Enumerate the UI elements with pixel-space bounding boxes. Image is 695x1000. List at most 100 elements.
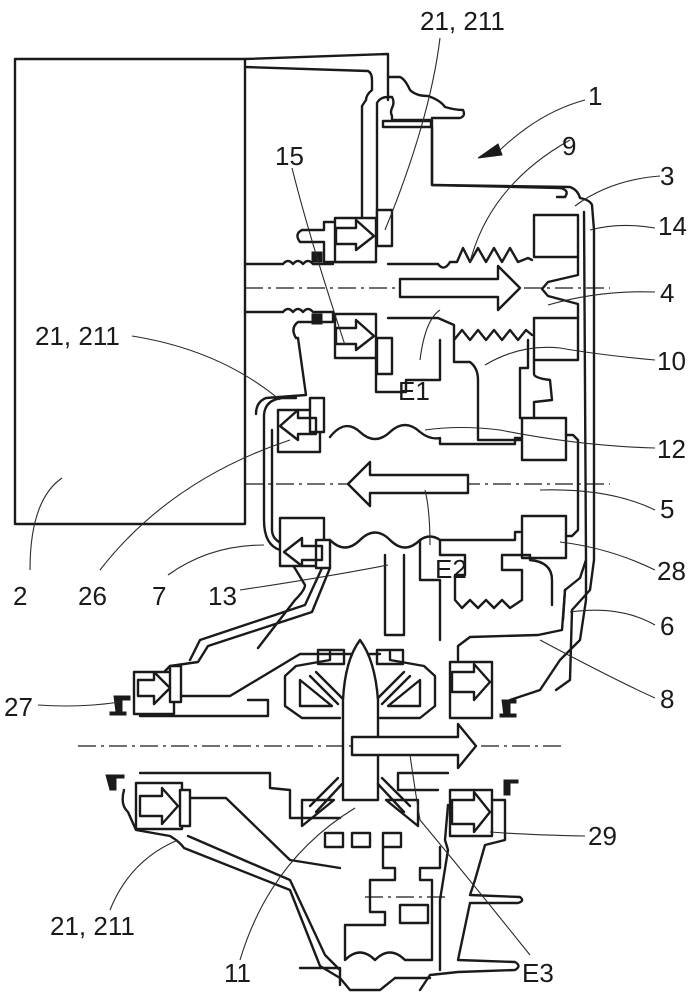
shaft-4-lower bbox=[243, 307, 534, 342]
bearing-diff-lower-right bbox=[376, 776, 420, 828]
leader-21-top bbox=[384, 37, 441, 231]
leader-1-arrowhead bbox=[477, 143, 503, 159]
bearing-28 bbox=[520, 514, 568, 560]
housing-mid-step bbox=[374, 338, 442, 394]
seal-21-bottom bbox=[105, 774, 125, 791]
label-26: 26 bbox=[78, 581, 107, 611]
label-7: 7 bbox=[152, 581, 166, 611]
leader-1 bbox=[499, 99, 586, 151]
arm-27-inner bbox=[188, 566, 324, 662]
label-21-top: 21, 211 bbox=[420, 6, 505, 36]
leader-13 bbox=[239, 564, 389, 591]
diff-lower-block-1 bbox=[323, 831, 345, 849]
actuator-21-mid-lower-arrow bbox=[282, 536, 324, 568]
label-2: 2 bbox=[13, 581, 27, 611]
label-12: 12 bbox=[657, 434, 686, 464]
gear-10-web-right bbox=[532, 358, 554, 420]
crown-wheel bbox=[341, 638, 380, 802]
label-6: 6 bbox=[660, 611, 674, 641]
label-e3: E3 bbox=[522, 958, 554, 988]
label-14: 14 bbox=[658, 211, 687, 241]
housing-6-inner bbox=[456, 588, 567, 662]
pinion-housing bbox=[343, 845, 442, 962]
housing-mid-left bbox=[254, 310, 335, 416]
pinion-gear bbox=[398, 903, 430, 925]
leader-21-left bbox=[131, 335, 281, 401]
leader-5 bbox=[539, 489, 656, 511]
leader-10 bbox=[484, 346, 656, 366]
seal-27 bbox=[109, 695, 131, 716]
actuator-21-mid-upper-arrow bbox=[278, 408, 318, 442]
diff-upper-cap-left bbox=[316, 648, 346, 666]
actuator-15-bottom-arrow bbox=[334, 318, 376, 352]
leader-e1 bbox=[419, 309, 441, 361]
label-5: 5 bbox=[660, 494, 674, 524]
actuator-27-cap bbox=[168, 664, 183, 704]
bearing-diff-upper-left bbox=[298, 670, 344, 708]
shaft-e2-stub bbox=[383, 553, 406, 637]
leader-14 bbox=[589, 224, 656, 231]
diff-lower-housing bbox=[138, 771, 450, 820]
leader-28 bbox=[559, 541, 656, 571]
bottom-left-arm-inner bbox=[186, 834, 342, 972]
actuator-21-bottom bbox=[134, 781, 184, 831]
label-11: 11 bbox=[224, 958, 251, 988]
housing-29-arm bbox=[418, 798, 524, 992]
actuator-15-top-arrow bbox=[334, 218, 376, 252]
leader-9 bbox=[469, 139, 571, 263]
gear-e2-web bbox=[438, 538, 554, 610]
flow-arrow-e2 bbox=[346, 460, 470, 508]
leader-11 bbox=[239, 807, 356, 961]
diff-upper-housing bbox=[283, 650, 437, 720]
flow-arrow-e3 bbox=[350, 722, 478, 770]
shaft-4-fork bbox=[540, 255, 580, 320]
flange-27 bbox=[138, 652, 382, 718]
leader-27 bbox=[37, 701, 121, 707]
leader-6 bbox=[569, 609, 656, 626]
actuator-8-arrow bbox=[450, 662, 492, 702]
housing-3 bbox=[430, 125, 596, 692]
diff-lower-diag bbox=[188, 796, 342, 870]
label-8: 8 bbox=[660, 684, 674, 714]
bottom-base bbox=[298, 966, 432, 987]
motor-housing-2 bbox=[13, 57, 247, 526]
actuator-29-arrow bbox=[450, 790, 492, 834]
seal-8 bbox=[499, 699, 517, 718]
bearing-diff-upper-right bbox=[376, 670, 422, 708]
actuator-29 bbox=[448, 788, 494, 838]
housing-top-pin bbox=[381, 119, 433, 129]
label-15: 15 bbox=[275, 141, 304, 171]
actuator-21-bottom-arrow bbox=[138, 786, 180, 826]
label-21-bottom: 21, 211 bbox=[50, 911, 135, 941]
leader-15 bbox=[291, 167, 346, 346]
actuator-21-bottom-cap bbox=[178, 788, 192, 828]
housing-top-flange bbox=[243, 52, 568, 224]
seal-29 bbox=[503, 779, 519, 796]
label-27: 27 bbox=[4, 692, 33, 722]
bearing-diff-lower-left bbox=[300, 776, 344, 828]
flow-arrow-e1 bbox=[398, 264, 522, 312]
label-e1: E1 bbox=[398, 376, 430, 406]
label-4: 4 bbox=[660, 278, 674, 308]
leader-8 bbox=[539, 639, 656, 699]
label-1: 1 bbox=[588, 81, 602, 111]
label-29: 29 bbox=[588, 821, 617, 851]
label-21-left: 21, 211 bbox=[35, 321, 120, 351]
actuator-15-bottom-cap bbox=[375, 336, 394, 376]
shaft-5-end bbox=[564, 433, 580, 538]
housing-top-bump bbox=[386, 75, 466, 120]
diff-upper-cap-right bbox=[375, 648, 405, 666]
bearing-14-lower bbox=[532, 316, 580, 362]
shaft-5-upper bbox=[328, 423, 522, 446]
leader-2 bbox=[29, 477, 63, 571]
bearing-12 bbox=[520, 416, 568, 462]
label-e2: E2 bbox=[435, 554, 467, 584]
leader-29 bbox=[489, 831, 586, 837]
label-9: 9 bbox=[562, 131, 576, 161]
label-28: 28 bbox=[657, 556, 686, 586]
leader-4 bbox=[547, 291, 656, 306]
leader-e2 bbox=[424, 489, 431, 546]
leader-26 bbox=[99, 439, 291, 571]
